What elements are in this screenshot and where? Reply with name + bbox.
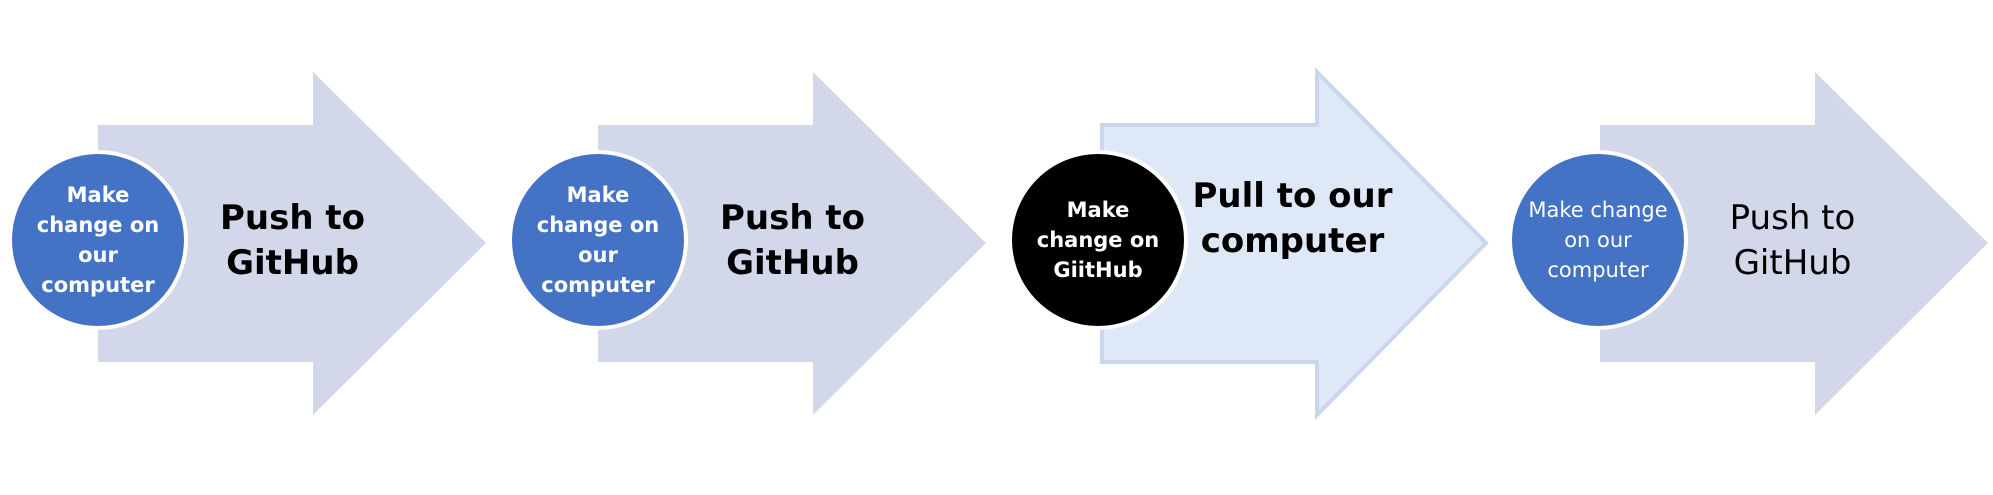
step-3-arrow-label: Pull to our computer xyxy=(1192,176,1393,261)
step-4-arrow-label: Push to GitHub xyxy=(1729,198,1856,283)
step-3-circle-label: Make change on GiitHub xyxy=(1036,198,1160,282)
step-2-circle-label: Make change on our computer xyxy=(536,183,660,297)
process-step-4: Make change on our computer Push to GitH… xyxy=(1500,0,1993,495)
step-3-arrow-shape xyxy=(1100,67,1489,420)
step-4-circle: Make change on our computer xyxy=(1508,150,1688,330)
process-step-1: Make change on our computer Push to GitH… xyxy=(0,0,500,495)
step-4-circle-label: Make change on our computer xyxy=(1528,198,1668,282)
step-1-circle-label: Make change on our computer xyxy=(36,183,160,297)
process-step-3: Make change on GiitHub Pull to our compu… xyxy=(1000,0,1500,495)
step-2-circle: Make change on our computer xyxy=(508,150,688,330)
step-4-arrow-shape xyxy=(1600,72,1988,415)
step-1-arrow-label: Push to GitHub xyxy=(219,198,365,283)
step-1-arrow-shape xyxy=(98,72,486,415)
step-2-arrow-shape xyxy=(598,72,986,415)
step-1-circle: Make change on our computer xyxy=(8,150,188,330)
process-step-2: Make change on our computer Push to GitH… xyxy=(500,0,1000,495)
step-2-arrow-label: Push to GitHub xyxy=(719,198,865,283)
step-3-circle: Make change on GiitHub xyxy=(1008,150,1188,330)
